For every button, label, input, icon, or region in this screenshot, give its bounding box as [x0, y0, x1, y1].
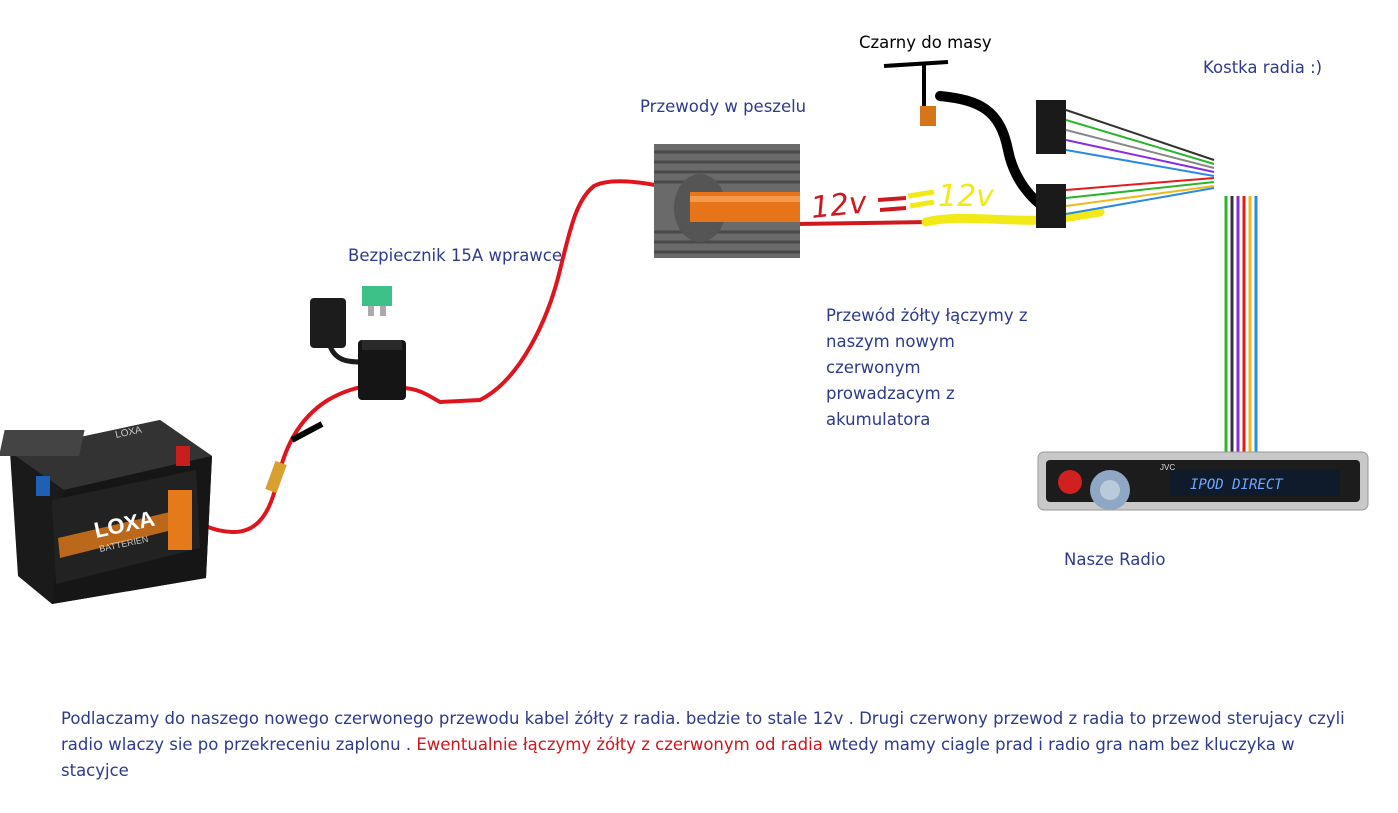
conduit-image: [654, 144, 800, 258]
footer-text-part1: Podlaczamy do naszego nowego czerwonego …: [61, 709, 1345, 754]
note-line-3: czerwonym: [826, 358, 921, 377]
battery-image: LOXA BATTERIEN LOXA: [0, 420, 212, 604]
radio-brand: JVC: [1160, 463, 1175, 472]
note-line-4: prowadzacym z: [826, 384, 955, 403]
fuse-holder-image: [310, 286, 406, 400]
note-line-5: akumulatora: [826, 410, 931, 429]
footer-highlight: Ewentualnie łączymy żółty z czerwonym od…: [416, 735, 823, 754]
radio-connector-image: [1036, 100, 1258, 458]
label-conduit: Przewody w peszelu: [640, 97, 807, 116]
battery-top-brand: LOXA: [114, 425, 143, 441]
fuse-15a: [362, 286, 392, 306]
battery-negative-terminal: [36, 476, 50, 496]
label-radio-connector: Kostka radia :): [1203, 58, 1323, 77]
equals-sign: [877, 196, 907, 212]
red-wire-fuse-conduit: [401, 179, 661, 405]
car-radio-image: IPOD DIRECT JVC: [1037, 451, 1369, 511]
label-yellow-wire-note: Przewód żółty łączymy z naszym nowym cze…: [826, 303, 1028, 433]
equals-sign-yellow: [907, 189, 935, 209]
ground-wire: [883, 60, 1053, 215]
footer-text-part2: wtedy mamy ciagle prad i radio gra nam b…: [61, 735, 1295, 780]
battery-positive-terminal: [176, 446, 190, 466]
label-radio: Nasze Radio: [1064, 550, 1166, 569]
wire-terminal: [265, 421, 324, 494]
label-ground-wire: Czarny do masy: [859, 33, 992, 52]
label-fuse: Bezpiecznik 15A wprawce: [348, 246, 563, 265]
note-line-2: naszym nowym: [826, 332, 955, 351]
voltage-annotation-right: 12v: [938, 179, 995, 214]
red-wire-to-connector: [795, 220, 931, 226]
radio-display: IPOD DIRECT: [1190, 477, 1284, 493]
voltage-annotation-left: 12v: [809, 185, 870, 226]
footer-instructions: Podlaczamy do naszego nowego czerwonego …: [61, 706, 1361, 784]
note-line-1: Przewód żółty łączymy z: [826, 306, 1028, 325]
